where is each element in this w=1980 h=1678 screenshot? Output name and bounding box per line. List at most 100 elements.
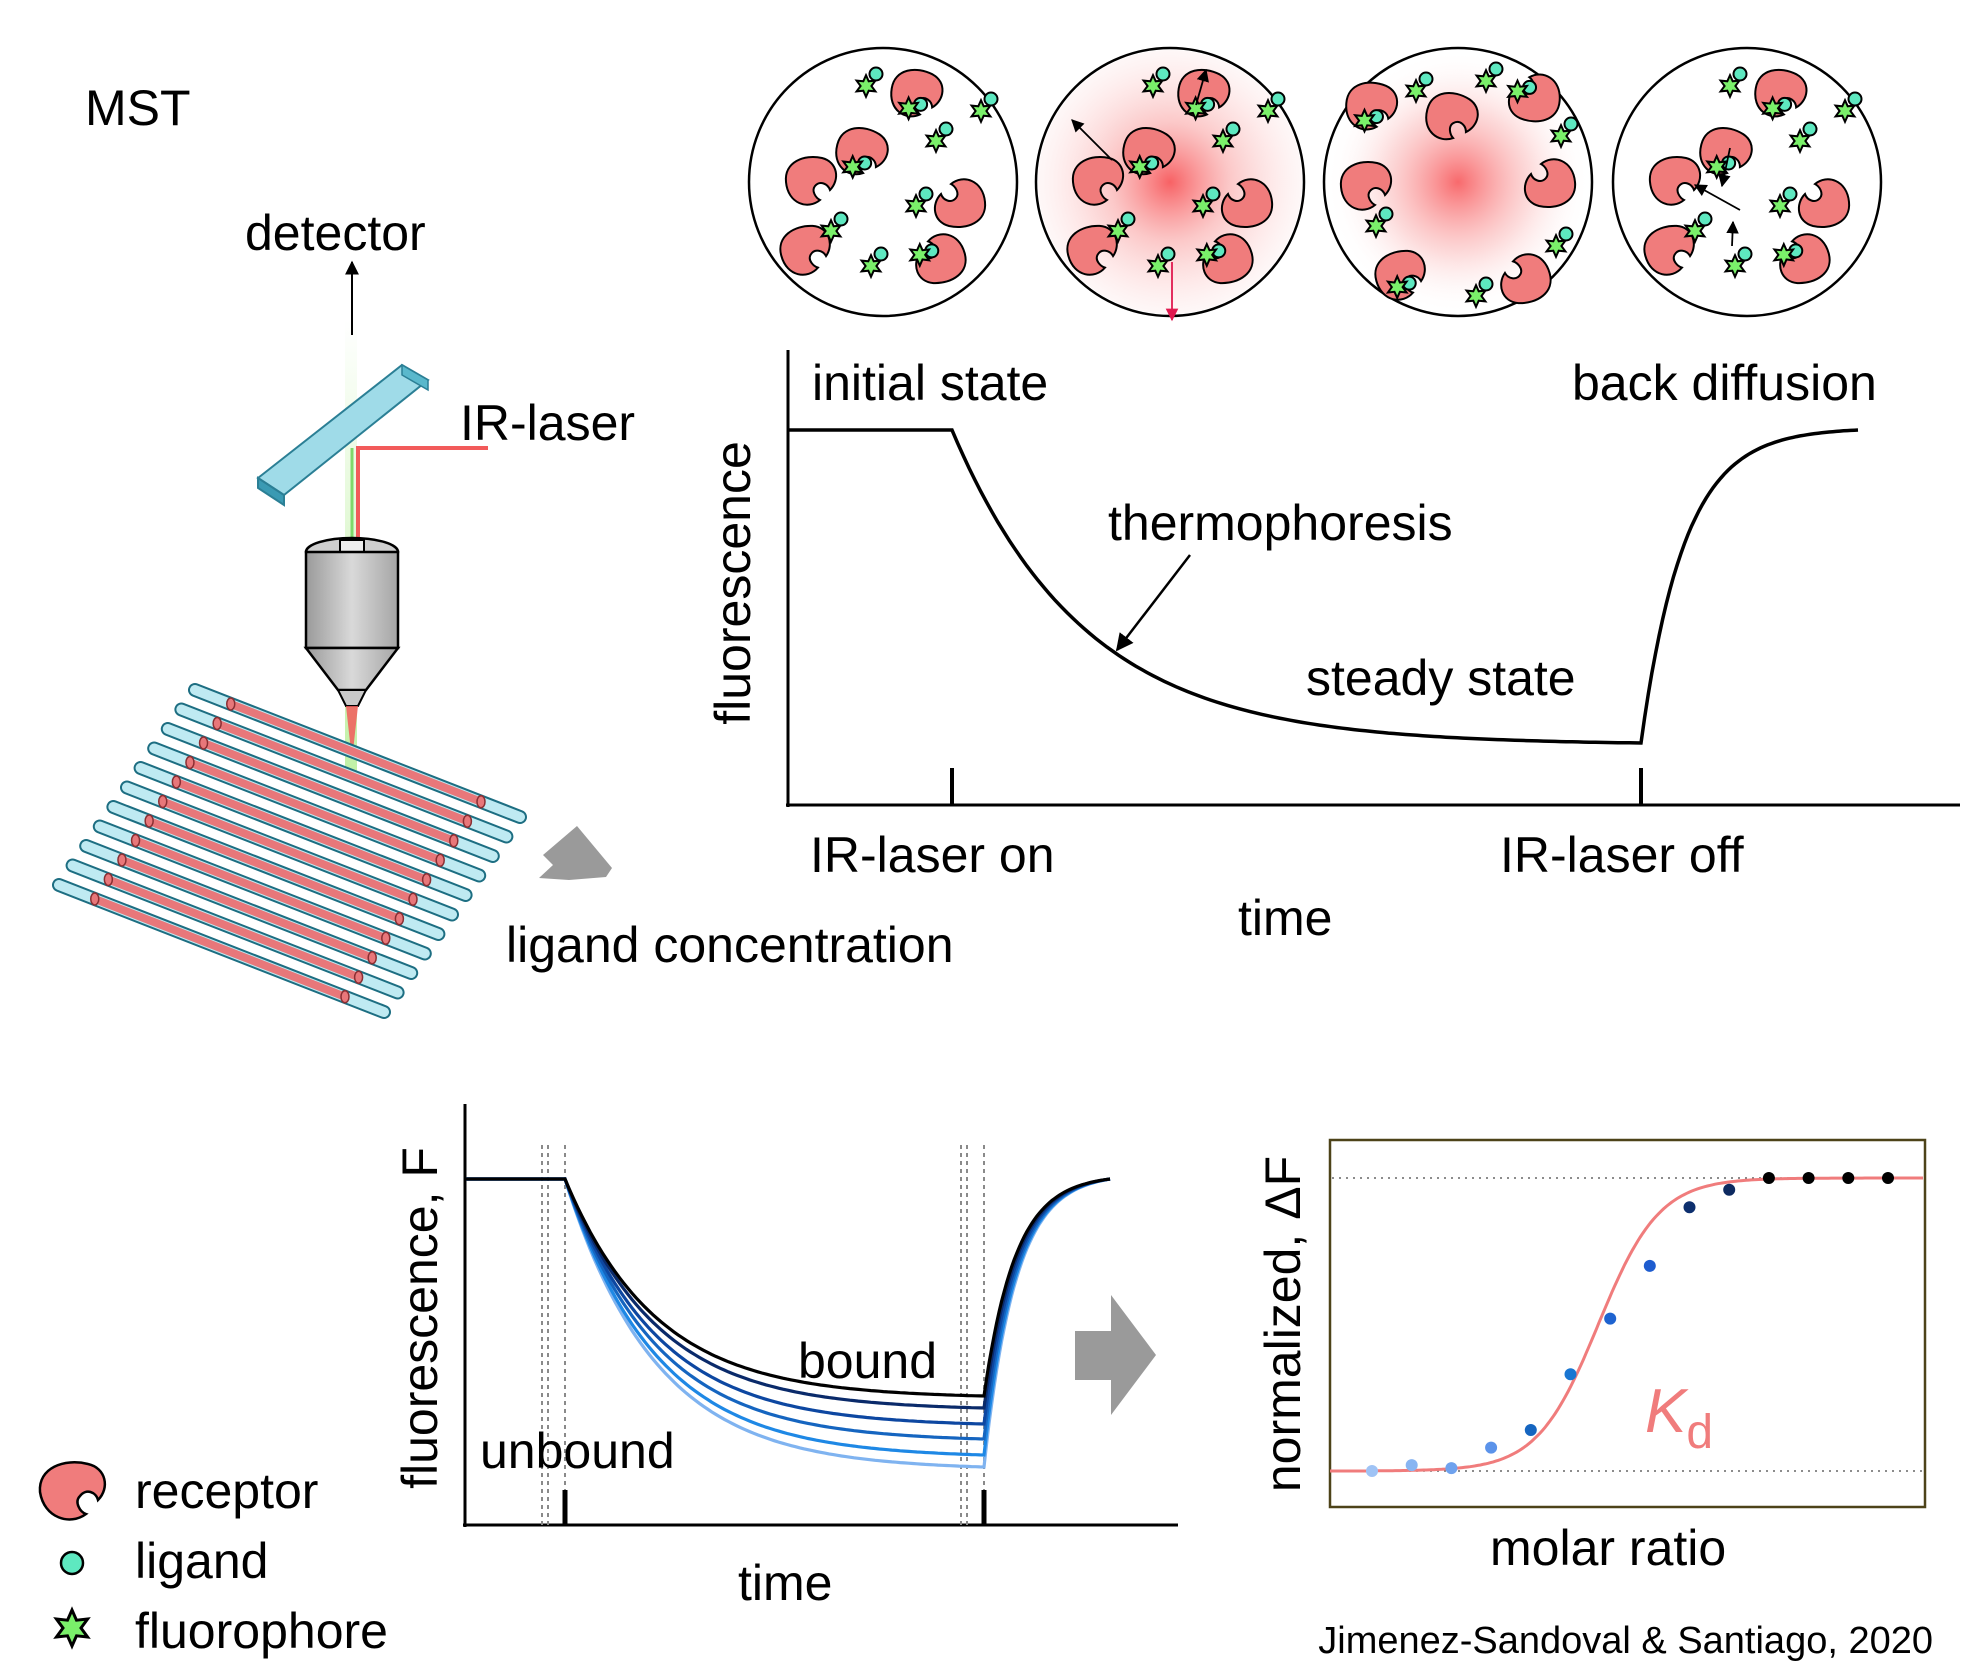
overlay-trace-series (466, 1177, 1111, 1469)
ligand-icon (1225, 121, 1241, 137)
binding-data-points (1366, 1172, 1894, 1477)
binding-data-point (1683, 1201, 1696, 1214)
dichroic-mirror-edge (257, 476, 285, 507)
ligand-icon (983, 91, 999, 107)
ligand-icon (1155, 66, 1171, 82)
legend-receptor-label: receptor (135, 1463, 318, 1519)
fluorophore-icon (1705, 153, 1729, 181)
fluorophore-icon (1768, 192, 1792, 220)
focused-laser-cone (346, 706, 358, 760)
overlay-trace-line (466, 1177, 1111, 1398)
overlay-y-label: fluorescence, F (392, 1147, 448, 1489)
fluorophore-icon (1549, 122, 1573, 150)
receptor-icon (1066, 224, 1118, 276)
fluorophore-icon (1128, 153, 1152, 181)
receptor-icon (784, 156, 838, 206)
fluorophore-icon (1506, 78, 1530, 105)
binding-data-point (1882, 1172, 1894, 1184)
capillary (52, 878, 391, 1019)
sample-circle (747, 46, 1019, 318)
receptor-icon (933, 178, 987, 228)
fluorophore-icon (1772, 241, 1796, 269)
legend-ligand-icon (59, 1550, 85, 1576)
sample-circle (1611, 46, 1883, 318)
capillary (147, 741, 487, 883)
label-laser-on: IR-laser on (810, 827, 1055, 883)
receptor-icon (1339, 161, 1393, 211)
binding-data-point (1445, 1462, 1458, 1475)
binding-data-point (1723, 1183, 1736, 1196)
ligand-icon (1732, 66, 1748, 82)
fluorophore-icon (1464, 282, 1488, 310)
fluorophore-icon (1404, 77, 1428, 105)
ligand-icon (1488, 61, 1504, 77)
ligand-icon (1737, 246, 1753, 262)
receptor-icon (1523, 158, 1577, 208)
binding-data-point (1485, 1441, 1498, 1454)
ir-laser-label: IR-laser (460, 395, 635, 451)
ligand-icon (873, 246, 889, 262)
overlay-trace-line (466, 1177, 1111, 1426)
binding-data-point (1524, 1424, 1537, 1436)
capillary (174, 702, 514, 844)
receptor-icon (1220, 178, 1274, 228)
trace-x-label: time (1238, 890, 1332, 946)
fluorophore-icon (1833, 97, 1857, 125)
detector-label: detector (245, 205, 426, 261)
fluorophore-icon (1191, 192, 1215, 220)
binding-data-point (1643, 1259, 1656, 1272)
label-thermophoresis: thermophoresis (1108, 495, 1453, 551)
ligand-icon (1378, 206, 1394, 222)
capillary-array (52, 683, 527, 1019)
receptor-icon (779, 224, 831, 276)
overlay-trace-line (466, 1177, 1111, 1441)
ligand-icon (833, 211, 849, 227)
binding-curve-chart: Kd molar ratio normalized, ΔF (1255, 1138, 1927, 1576)
fluorophore-icon (1211, 127, 1235, 155)
fluorophore-icon (1195, 241, 1219, 269)
ligand-icon (1160, 246, 1176, 262)
label-back-diffusion: back diffusion (1572, 355, 1877, 411)
analysis-arrow (1075, 1295, 1156, 1415)
ligand-icon (1478, 276, 1494, 292)
fluorophore-icon (1683, 217, 1707, 245)
fluorophore-icon (841, 153, 865, 181)
fluorophore-icon (1106, 217, 1130, 245)
fluorophore-icon (897, 95, 921, 122)
ir-laser-beam (356, 446, 488, 545)
binding-data-point (1604, 1312, 1617, 1325)
diffusion-arrow (1693, 184, 1741, 211)
fluorophore-icon (904, 192, 928, 220)
label-initial-state: initial state (812, 355, 1048, 411)
receptor-icon (1797, 178, 1851, 228)
overlay-trace-line (466, 1177, 1111, 1457)
overlay-trace-chart: bound unbound time fluorescence, F (392, 1104, 1178, 1611)
ligand-icon (1847, 91, 1863, 107)
capillary (65, 858, 405, 1000)
fluorophore-icon (819, 217, 843, 245)
capillary (79, 839, 419, 980)
ligand-icon (1802, 121, 1818, 137)
fluorophore-icon (1788, 127, 1812, 155)
diffusion-arrow (1718, 147, 1731, 188)
dichroic-mirror (256, 363, 430, 497)
overlay-x-label: time (738, 1555, 832, 1611)
fluorophore-icon (1141, 72, 1165, 100)
sample-states (747, 46, 1883, 322)
receptor-icon (1374, 249, 1426, 301)
receptor-icon (1648, 156, 1702, 206)
ligand-icon (938, 121, 954, 137)
fluorophore-icon (1385, 273, 1409, 301)
fluorophore-icon (1544, 232, 1568, 260)
sample-circle (1322, 46, 1594, 318)
capillary (120, 780, 459, 922)
citation: Jimenez-Sandoval & Santiago, 2020 (1318, 1620, 1933, 1662)
legend: receptor ligand fluorophore (38, 1461, 388, 1659)
legend-ligand-label: ligand (135, 1533, 268, 1589)
fluorophore-icon (924, 127, 948, 155)
label-bound: bound (798, 1333, 937, 1389)
binding-fit-curve (1330, 1176, 1923, 1473)
receptor-icon (1643, 224, 1695, 276)
ligand-icon (1563, 116, 1579, 132)
